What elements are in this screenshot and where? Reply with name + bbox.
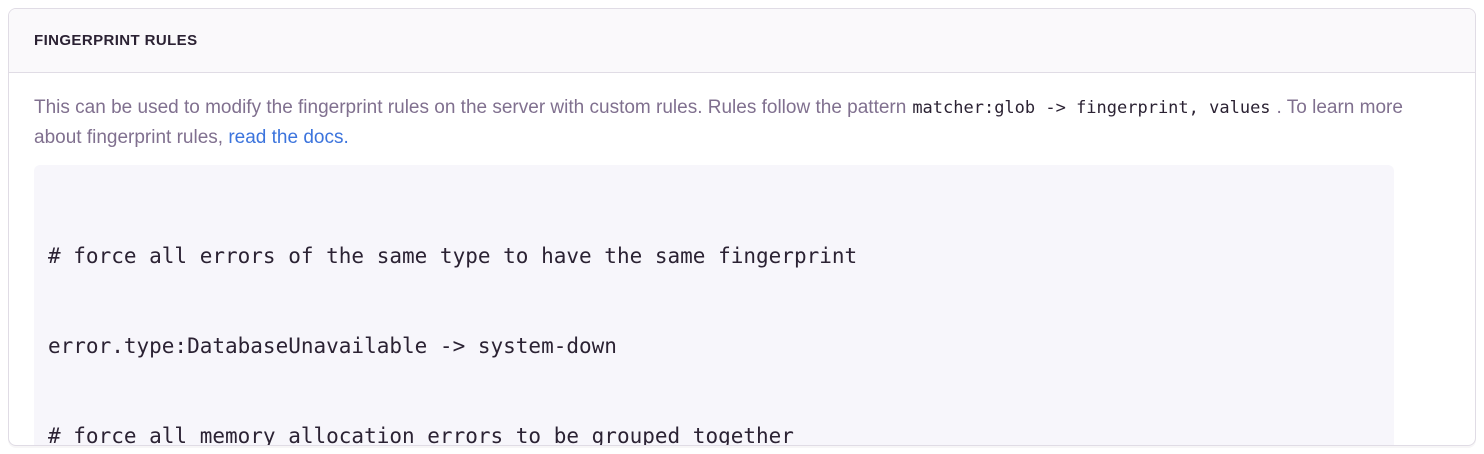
pattern-inline-code: matcher:glob -> fingerprint, values xyxy=(912,98,1271,118)
panel-title: FINGERPRINT RULES xyxy=(34,32,198,49)
fingerprint-rules-description: This can be used to modify the fingerpri… xyxy=(34,93,1414,153)
fingerprint-rules-panel: FINGERPRINT RULES This can be used to mo… xyxy=(8,8,1476,446)
example-code-line: error.type:DatabaseUnavailable -> system… xyxy=(48,334,617,358)
example-code-line: # force all memory allocation errors to … xyxy=(48,424,794,446)
panel-header: FINGERPRINT RULES xyxy=(9,9,1475,73)
panel-body: This can be used to modify the fingerpri… xyxy=(9,73,1475,446)
description-text-before-code: This can be used to modify the fingerpri… xyxy=(34,97,907,118)
read-the-docs-link[interactable]: read the docs. xyxy=(228,127,349,148)
example-code-block: # force all errors of the same type to h… xyxy=(34,165,1394,446)
example-code-line: # force all errors of the same type to h… xyxy=(48,244,858,268)
description-text-after-code: . To learn more about fingerprint rules, xyxy=(34,97,1403,148)
